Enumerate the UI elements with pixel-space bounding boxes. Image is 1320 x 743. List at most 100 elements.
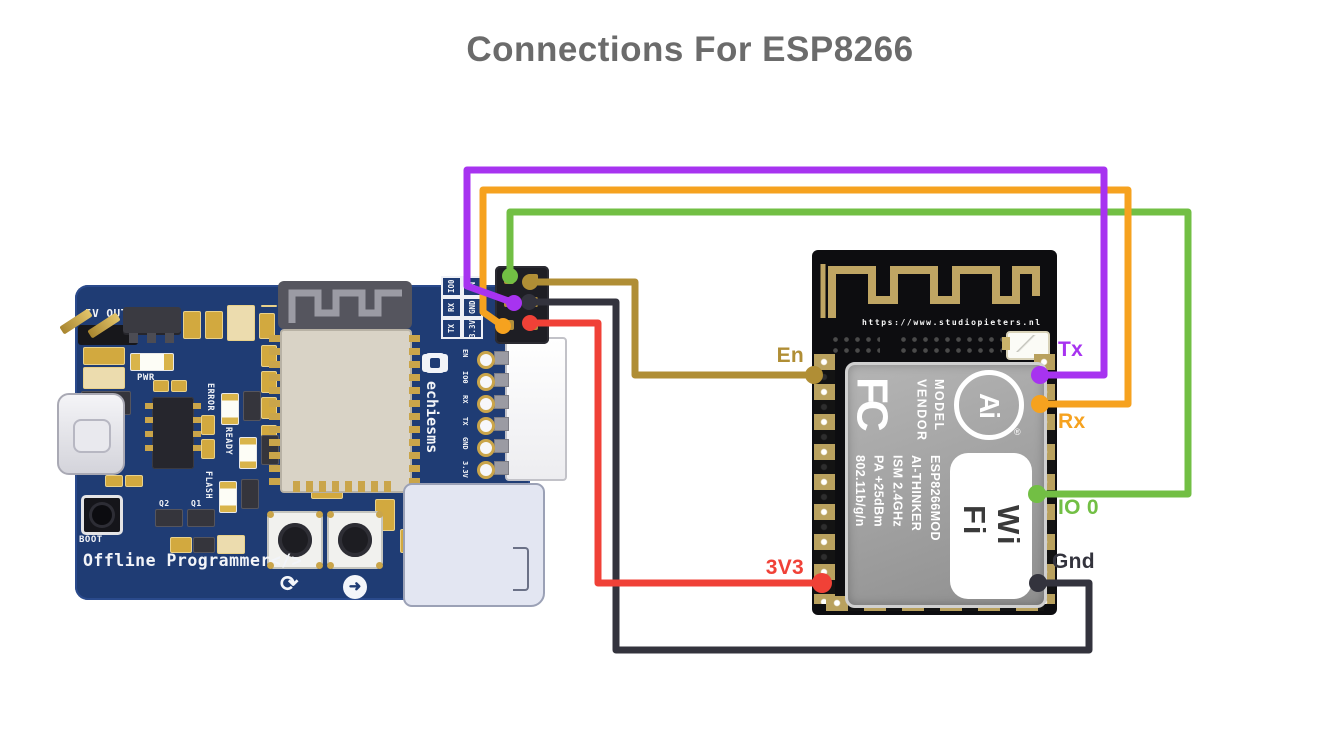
- ic-leg: [193, 403, 201, 409]
- ic-leg: [145, 417, 153, 423]
- esp-pins-right: [409, 335, 420, 485]
- smd-capacitor: [227, 305, 255, 341]
- connector-hole: [477, 351, 495, 369]
- pin-label-en: EN: [461, 349, 469, 358]
- pin-label-rx: RX: [461, 395, 469, 404]
- esp-pins-left: [269, 335, 280, 485]
- pin-grid-cell: GND: [462, 297, 483, 318]
- esp8266-module: https://www.studiopieters.nl FC MODEL VE…: [812, 250, 1057, 615]
- offline-programmer-board: 5V OUT PWR: [57, 276, 567, 607]
- boot-button: [81, 495, 123, 535]
- serial-connector: [505, 337, 567, 481]
- ic-leg: [193, 431, 201, 437]
- q2-transistor: [155, 509, 183, 527]
- esp-antenna-block: [278, 281, 412, 329]
- flash-resistor: [241, 479, 259, 509]
- flash-led: [219, 481, 237, 513]
- error-led: [221, 393, 239, 425]
- smd-resistor: [125, 475, 143, 487]
- esp-pins-bottom: [293, 481, 397, 492]
- ready-label: READY: [223, 427, 233, 456]
- reset-icon: ⟳: [280, 571, 299, 596]
- smd-resistor: [201, 415, 215, 435]
- q1-transistor: [187, 509, 215, 527]
- ic-leg: [145, 445, 153, 451]
- smd-capacitor: [217, 535, 245, 554]
- brand-label: echiesms: [423, 381, 441, 454]
- q2-label: Q2: [159, 499, 170, 508]
- smd-resistor: [171, 380, 187, 392]
- model-text: MODEL: [932, 379, 946, 432]
- smd-resistor: [170, 537, 192, 553]
- smd-resistor: [193, 537, 215, 553]
- ic-leg: [193, 445, 201, 451]
- castellated-pads-left: [814, 354, 835, 604]
- spec-line: PA +25dBm: [871, 455, 886, 528]
- spec-line: ESP8266MOD: [927, 455, 942, 541]
- regulator-leg: [165, 333, 174, 343]
- pin-label-io0: IO0: [461, 371, 469, 384]
- pin-label-gnd: GND: [461, 437, 469, 450]
- programmer-ic: [152, 397, 194, 469]
- spec-line: 802.11b/g/n: [852, 455, 867, 527]
- chip-icon: [425, 353, 445, 373]
- smd-capacitor: [183, 311, 201, 339]
- pin-grid-cell: TX: [441, 318, 462, 339]
- connector-hole: [477, 417, 495, 435]
- voltage-regulator: [123, 307, 181, 333]
- connector-pin: [494, 417, 509, 431]
- esp-url: https://www.studiopieters.nl: [862, 318, 1042, 327]
- smd-resistor: [105, 475, 123, 487]
- connector-hole: [477, 395, 495, 413]
- flash-label: FLASH: [203, 471, 213, 500]
- pin-grid: IO0 EN RX GND TX 3.3V: [441, 276, 483, 339]
- pin-label-3v3: 3.3V: [461, 461, 469, 478]
- q1-label: Q1: [191, 499, 202, 508]
- microsd-slot: [403, 483, 545, 607]
- pin-grid-cell: EN: [462, 276, 483, 297]
- gnd-label: Gnd: [1052, 550, 1095, 573]
- pwr-label: PWR: [137, 373, 155, 383]
- spec-line: ISM 2.4GHz: [890, 455, 905, 528]
- registered-mark: ®: [1014, 427, 1021, 437]
- ic-leg: [145, 403, 153, 409]
- ic-leg: [193, 417, 201, 423]
- vendor-text: VENDOR: [914, 379, 929, 442]
- via-dots: [898, 334, 1002, 355]
- reset-button: [267, 511, 323, 569]
- connector-hole: [477, 439, 495, 457]
- 3v3-label: 3V3: [765, 556, 804, 579]
- pin-label-tx: TX: [461, 417, 469, 426]
- smd-capacitor: [261, 305, 277, 307]
- en-label: En: [776, 344, 804, 367]
- pin-grid-cell: IO0: [441, 276, 462, 297]
- smd-capacitor: [83, 367, 125, 389]
- smd-capacitor: [83, 347, 125, 365]
- connector-pin: [494, 351, 509, 365]
- usb-c-slot: [73, 419, 111, 453]
- ready-led: [239, 437, 257, 469]
- usb-c-connector: [57, 393, 125, 475]
- via-dots: [830, 334, 880, 355]
- connector-pin: [494, 439, 509, 453]
- wifi-logo: Wi Fi: [950, 453, 1032, 599]
- run-button: [327, 511, 383, 569]
- smd-resistor: [153, 380, 169, 392]
- smd-resistor: [201, 439, 215, 459]
- fcc-logo: FC: [847, 377, 897, 428]
- esp-specs: ESP8266MOD AI-THINKER ISM 2.4GHz PA +25d…: [850, 455, 944, 603]
- model-vendor-text: MODEL VENDOR: [912, 379, 947, 441]
- esp-chip-body: [280, 329, 412, 493]
- smd-capacitor: [205, 311, 223, 339]
- run-icon: ➜: [343, 575, 367, 599]
- error-label: ERROR: [205, 383, 215, 412]
- esp-antenna-meander: [820, 264, 1040, 318]
- connector-hole: [477, 373, 495, 391]
- board-name: Offline Programmer</>: [83, 551, 303, 570]
- ic-leg: [145, 431, 153, 437]
- connector-pin: [494, 373, 509, 387]
- regulator-leg: [129, 333, 138, 343]
- page-title: Connections For ESP8266: [466, 30, 914, 69]
- programming-header: [495, 266, 549, 344]
- boot-label: BOOT: [79, 535, 103, 545]
